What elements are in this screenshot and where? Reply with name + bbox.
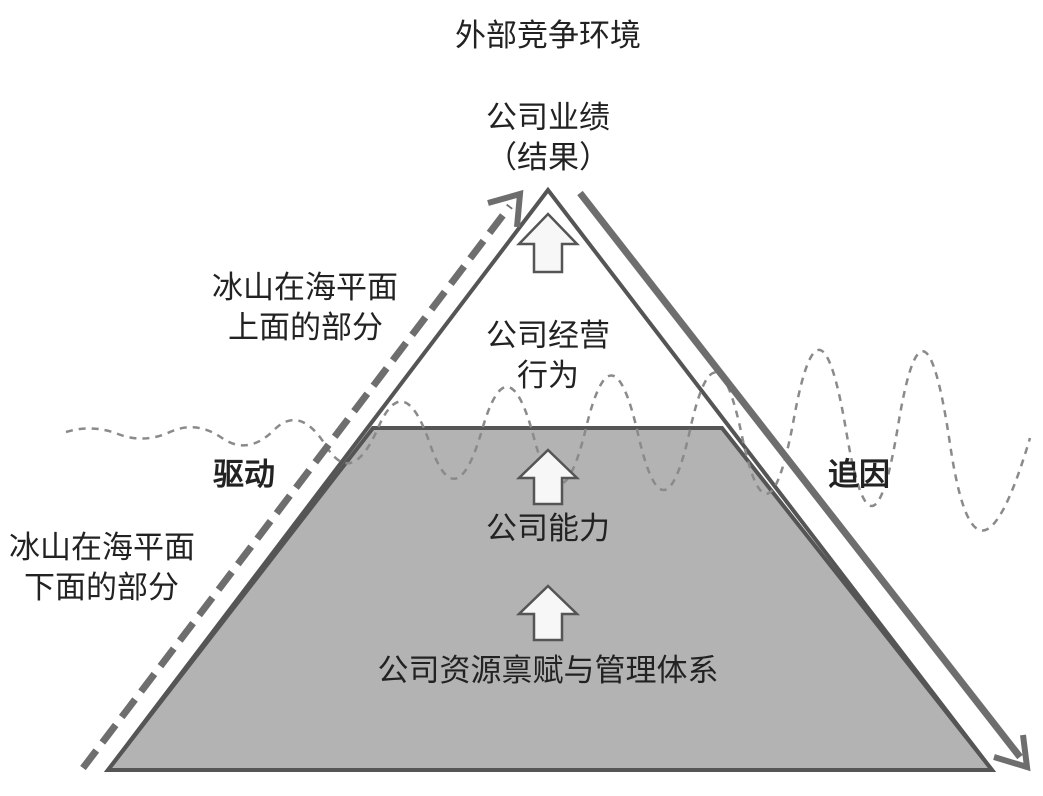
behavior-label-line1: 公司经营 xyxy=(486,318,610,354)
capability-label: 公司能力 xyxy=(486,511,610,547)
drive-arrow-head xyxy=(487,189,524,228)
trace-arrow-head xyxy=(993,734,1031,772)
result-label-line2: （结果） xyxy=(486,140,610,176)
above-water-label-line1: 冰山在海平面 xyxy=(212,270,398,306)
above-water-label-line2: 上面的部分 xyxy=(228,310,383,346)
resources-label: 公司资源禀赋与管理体系 xyxy=(377,653,719,689)
behavior-label-line2: 行为 xyxy=(517,358,579,394)
drive-label: 驱动 xyxy=(213,457,275,493)
drive-arrow-shaft xyxy=(80,203,513,771)
below-water-label-line2: 下面的部分 xyxy=(24,570,179,606)
trace-label: 追因 xyxy=(828,457,890,493)
up-arrow-behavior-to-result xyxy=(516,212,580,274)
waterline xyxy=(65,348,1032,532)
environment-label: 外部竞争环境 xyxy=(455,18,641,54)
trace-arrow-shaft xyxy=(577,190,1023,760)
up-arrow-resources-to-capability xyxy=(515,584,581,642)
up-arrow-capability-to-behavior xyxy=(515,448,581,506)
result-label-line1: 公司业绩 xyxy=(486,100,610,136)
below-water-label-line1: 冰山在海平面 xyxy=(9,530,195,566)
